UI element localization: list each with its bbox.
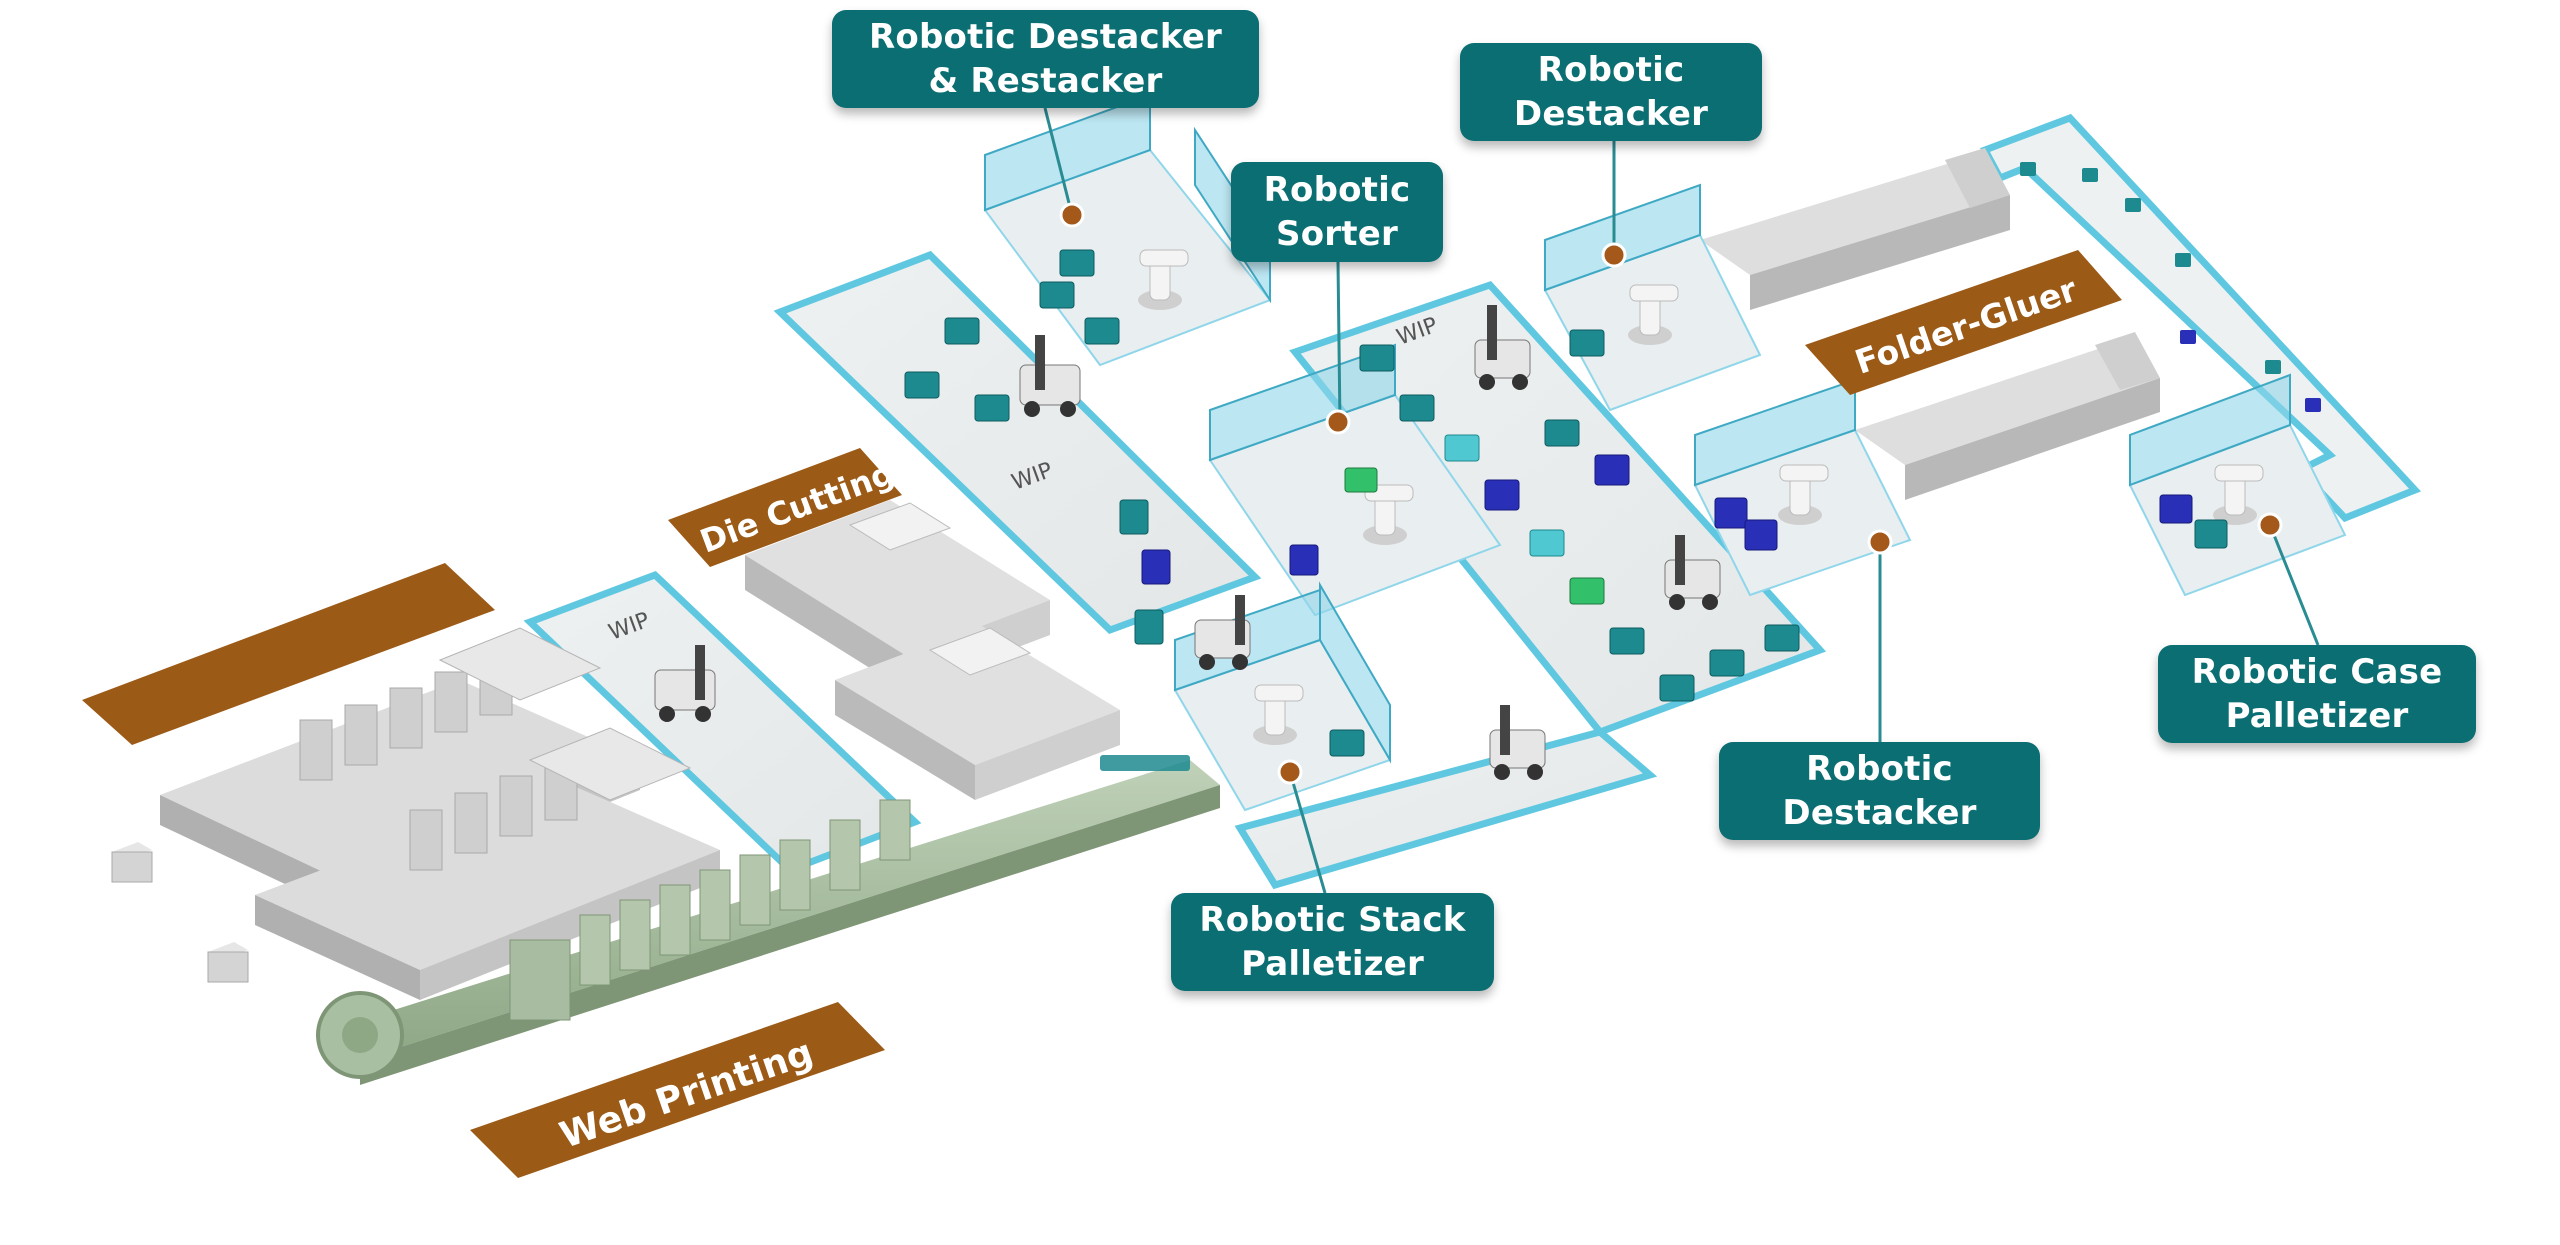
folder-gluer-lower <box>1855 332 2160 500</box>
area-banner-die-cutting <box>668 448 902 567</box>
cell-destacker-restacker <box>983 93 1272 367</box>
cell-sorter <box>1208 343 1502 617</box>
marker-destacker-bottom <box>1867 529 1893 555</box>
callout-robotic-destacker-bottom: Robotic Destacker <box>1719 742 2040 840</box>
robot-arm-stack-palletizer <box>1253 684 1304 745</box>
callout-robotic-destacker-restacker: Robotic Destacker & Restacker <box>832 10 1259 108</box>
callout-line-1: Robotic <box>1806 749 1953 789</box>
folder-gluer-upper <box>1700 148 2010 310</box>
callout-robotic-sorter: Robotic Sorter <box>1231 162 1443 262</box>
callout-line-1: Robotic <box>1537 50 1685 90</box>
callout-robotic-stack-palletizer: Robotic Stack Palletizer <box>1171 893 1494 991</box>
forklift-icons <box>654 305 1721 780</box>
zone-forklift-lane <box>1234 728 1658 890</box>
pallet-stacks <box>904 162 2321 771</box>
callout-robotic-case-palletizer: Robotic Case Palletizer <box>2158 645 2476 743</box>
callout-line-2: Palletizer <box>2225 696 2409 736</box>
robot-arm-destacker-bottom <box>1778 464 1829 525</box>
callout-line-2: Palletizer <box>1241 944 1424 984</box>
callout-line-1: Robotic Destacker <box>869 17 1222 57</box>
marker-sorter <box>1325 409 1351 435</box>
die-cutter-lower <box>835 625 1120 800</box>
callout-line-2: & Restacker <box>928 61 1163 101</box>
callout-line-1: Robotic Case <box>2191 652 2443 692</box>
callout-line-2: Destacker <box>1513 94 1709 134</box>
callout-robotic-destacker-top: Robotic Destacker <box>1460 43 1762 141</box>
callout-line-1: Robotic <box>1263 170 1411 210</box>
callout-line-2: Destacker <box>1782 793 1977 833</box>
web-press <box>316 760 1220 1085</box>
area-banner-web-printing <box>470 1002 885 1178</box>
area-banner-folder-gluer <box>1805 250 2122 395</box>
sheet-stack-small-b <box>207 942 249 983</box>
robot-arm-destacker-top <box>1628 284 1679 345</box>
robot-arm-destacker-restacker <box>1138 249 1189 310</box>
area-banner-sheet-printing <box>82 563 495 745</box>
sheet-stack-small-a <box>111 842 153 883</box>
location-markers <box>1059 202 2283 785</box>
marker-stack-palletizer <box>1277 759 1303 785</box>
callout-line-1: Robotic Stack <box>1199 900 1466 940</box>
sheet-press-lower <box>255 727 720 1000</box>
marker-destacker-top <box>1601 242 1627 268</box>
zone-die-cutting-wip <box>523 570 922 875</box>
zone-central-wip <box>773 250 1262 635</box>
marker-case-palletizer <box>2257 512 2283 538</box>
leader-lines <box>1043 107 2320 894</box>
callout-line-2: Sorter <box>1276 214 1398 254</box>
marker-destacker-restacker <box>1059 202 1085 228</box>
